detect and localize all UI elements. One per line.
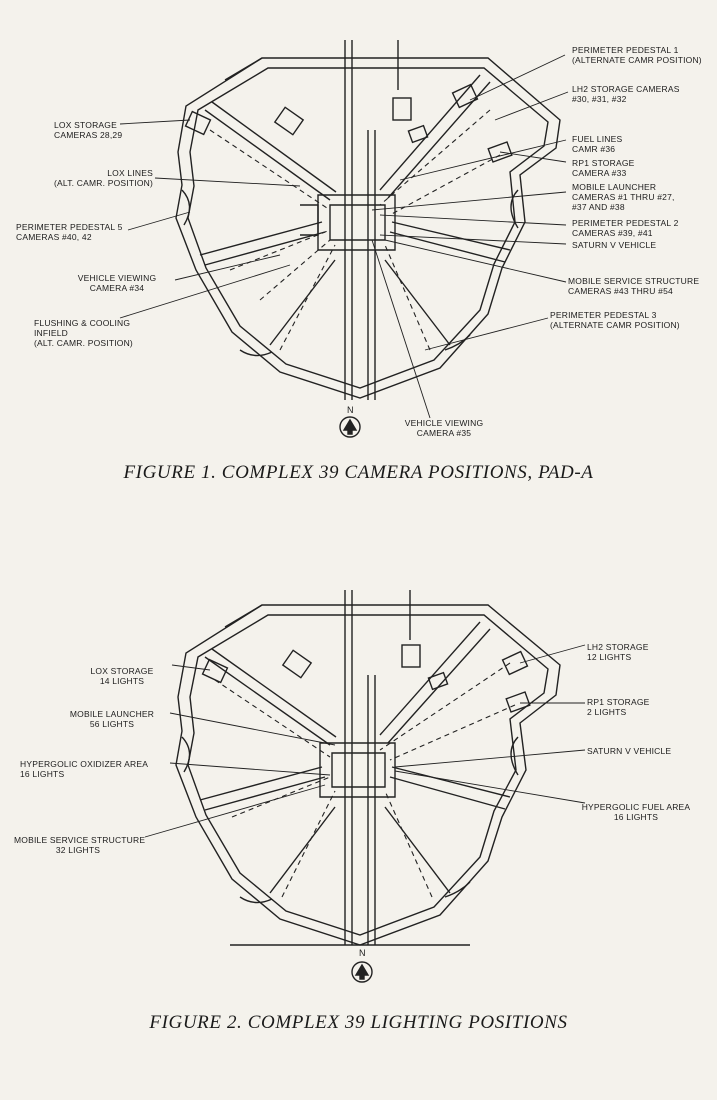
north-label: N [359,948,366,958]
figure-1-caption: FIGURE 1. COMPLEX 39 CAMERA POSITIONS, P… [123,462,594,483]
figure-2-caption: FIGURE 2. COMPLEX 39 LIGHTING POSITIONS [149,1012,568,1033]
label-perimeter-pedestal-1: PERIMETER PEDESTAL 1(ALTERNATE CAMR POSI… [572,45,702,65]
label-lox-lines: LOX LINES(ALT. CAMR. POSITION) [54,168,153,188]
perimeter-road-outer [175,604,561,946]
perimeter-road-inner [187,614,549,936]
label-perimeter-pedestal-3: PERIMETER PEDESTAL 3(ALTERNATE CAMR POSI… [550,310,680,330]
lighting-positions-map [144,590,586,983]
label-lh2-storage-cameras: LH2 STORAGE CAMERAS#30, #31, #32 [572,84,680,104]
label-saturn-v-vehicle: SATURN V VEHICLE [572,240,657,250]
figure-1: PERIMETER PEDESTAL 1(ALTERNATE CAMR POSI… [0,0,717,545]
north-label: N [347,405,354,415]
pad-a-camera-map [119,40,569,438]
label-saturn-v-vehicle: SATURN V VEHICLE [587,746,672,756]
